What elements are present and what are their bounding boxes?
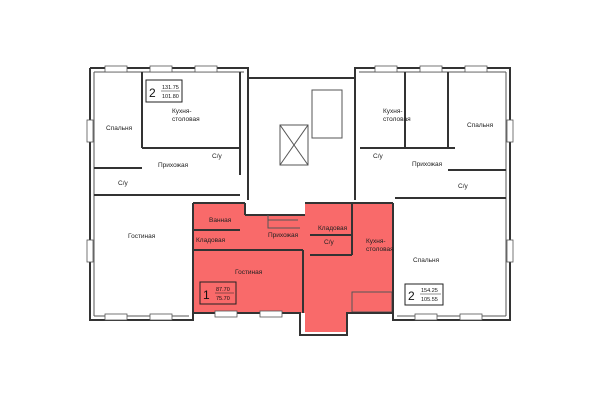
apartment-top-right[interactable]: Кухня- столовая Спальня Прихожая С/у С/у [373,108,494,190]
room-label: столовая [366,246,394,253]
room-label: С/у [324,239,335,246]
windows [86,65,514,321]
room-label: С/у [212,153,223,160]
living-area: 105.55 [421,297,438,303]
rooms-count: 2 [149,86,156,100]
total-area: 154.25 [421,288,438,294]
living-area: 75.70 [216,296,230,302]
room-label: Кухня- [383,108,403,115]
apartment-bottom-right[interactable]: 2 154.25 105.55 Спальня [404,257,444,306]
room-label: Прихожая [158,162,189,169]
room-label: Кухня- [366,238,386,245]
room-label: Спальня [106,125,133,132]
room-label: С/у [373,153,384,160]
room-label: Гостиная [235,269,263,276]
room-label: столовая [383,116,411,123]
apartment-1[interactable]: 1 87.70 75.70 Ванная Кладовая Гостиная П… [196,217,394,305]
total-area: 131.75 [162,85,179,91]
room-label: столовая [172,116,200,123]
room-label: Прихожая [268,232,299,239]
room-label: Кладовая [318,225,348,232]
living-area: 101.80 [162,94,179,100]
rooms-count: 1 [203,288,210,302]
rooms-count: 2 [408,289,415,303]
apartment-badge [199,281,237,305]
room-label: Прихожая [412,161,443,168]
apartment-badge [404,283,444,306]
room-label: Спальня [413,257,440,264]
room-label: С/у [458,183,469,190]
apartment-1-highlight[interactable] [193,203,393,332]
total-area: 87.70 [216,287,230,293]
room-label: Спальня [467,122,494,129]
interior-walls [94,72,506,313]
room-label: Кухня- [172,108,192,115]
room-label: Гостиная [128,233,156,240]
room-label: Кладовая [196,237,226,244]
room-label: С/у [118,180,129,187]
room-label: Ванная [209,217,232,224]
apartment-top-left[interactable]: 2 131.75 101.80 Спальня Кухня- столовая … [106,79,223,240]
